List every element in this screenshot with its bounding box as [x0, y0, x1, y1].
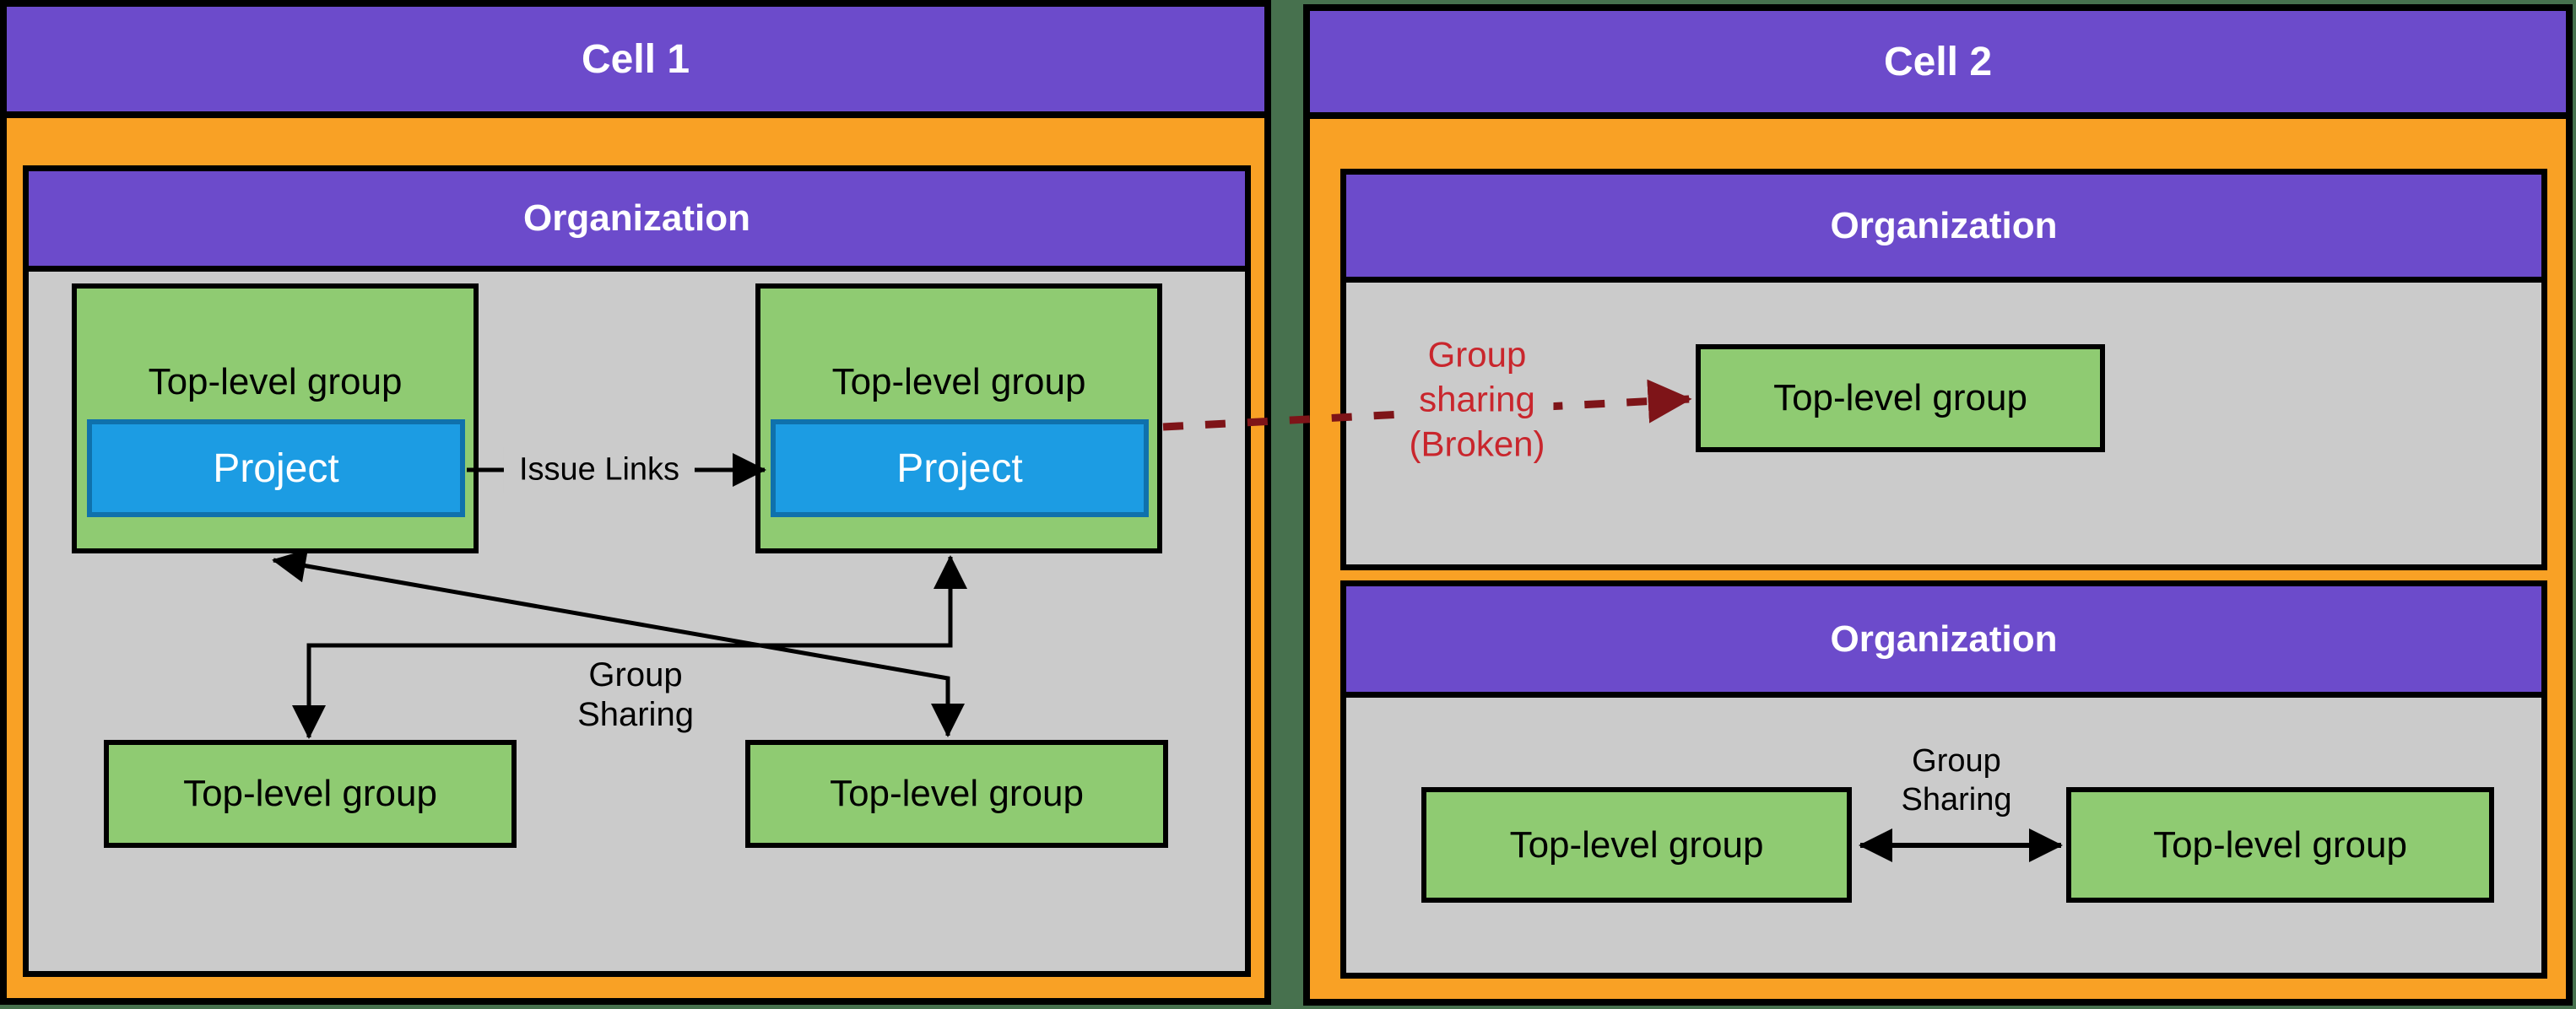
cell1-right-project: Project — [771, 419, 1149, 517]
cell1-header: Cell 1 — [0, 0, 1271, 118]
cell1-right-project-label: Project — [896, 445, 1023, 491]
cell1-top-right-group-label: Top-level group — [831, 361, 1086, 402]
cell2-group-sharing-line2: Sharing — [1901, 782, 2012, 817]
cell1-organization-title: Organization — [523, 197, 750, 239]
broken-label-line1: Group — [1427, 334, 1527, 375]
cell2-top-org-group: Top-level group — [1696, 344, 2105, 452]
cell1-bottom-left-group-label: Top-level group — [183, 773, 437, 814]
cell1-bottom-right-group: Top-level group — [745, 740, 1168, 848]
cell2-bottom-right-group: Top-level group — [2066, 787, 2494, 903]
cell1-left-project: Project — [87, 419, 465, 517]
cell1-top-left-group-label: Top-level group — [148, 361, 403, 402]
cell2-top-organization-header: Organization — [1340, 169, 2547, 283]
cell2-group-sharing-label: Group Sharing — [1902, 742, 2012, 819]
cell2-group-sharing-line1: Group — [1912, 743, 2001, 779]
cell2-header: Cell 2 — [1303, 4, 2573, 119]
cell1-group-sharing-line2: Sharing — [577, 696, 694, 733]
issue-links-text: Issue Links — [518, 451, 680, 488]
cell2-bottom-left-group-label: Top-level group — [1509, 823, 1764, 866]
cell1-organization-header: Organization — [23, 165, 1251, 272]
cell2-bottom-left-group: Top-level group — [1421, 787, 1852, 903]
broken-label-line3: (Broken) — [1409, 424, 1545, 464]
broken-label-line2: sharing — [1419, 379, 1535, 419]
cell1-left-project-label: Project — [213, 445, 339, 491]
cell1-title: Cell 1 — [581, 36, 690, 82]
broken-group-sharing-label: Group sharing (Broken) — [1400, 332, 1554, 467]
cell1-bottom-left-group: Top-level group — [104, 740, 517, 848]
cell2-top-organization-title: Organization — [1830, 204, 2058, 246]
cell2-bottom-right-group-label: Top-level group — [2153, 823, 2407, 866]
cell2-top-org-group-label: Top-level group — [1773, 377, 2027, 418]
cell2-title: Cell 2 — [1883, 39, 1993, 84]
cell1-group-sharing-line1: Group — [588, 656, 683, 693]
cell1-bottom-right-group-label: Top-level group — [830, 773, 1084, 814]
issue-links-label: Issue Links — [503, 446, 695, 494]
cell2-bottom-organization-header: Organization — [1340, 580, 2547, 698]
cell2-bottom-organization-title: Organization — [1830, 618, 2058, 660]
cell1-group-sharing-label: Group Sharing — [577, 656, 694, 735]
